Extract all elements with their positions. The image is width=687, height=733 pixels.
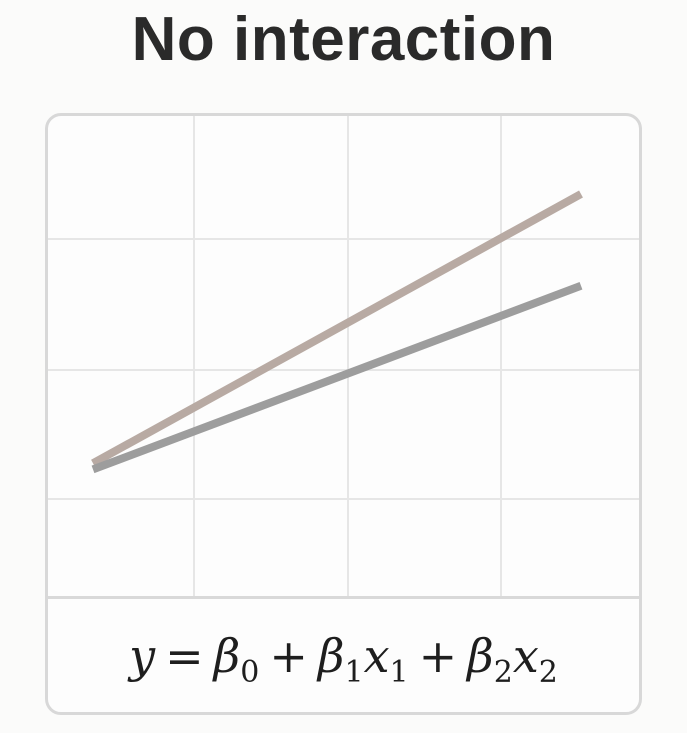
series-line-2 [91, 282, 583, 474]
formula-x1: x1 [363, 628, 409, 690]
regression-formula: y = β0 + β1 x1 + β2 x2 [48, 599, 639, 712]
formula-plus-1: + [269, 628, 308, 683]
formula-beta0: β0 [213, 628, 260, 690]
series-lines [91, 190, 583, 474]
formula-beta2: β2 [467, 628, 513, 690]
formula-x2: x2 [512, 628, 558, 690]
diagram-card: y = β0 + β1 x1 + β2 x2 [45, 113, 642, 715]
grid [48, 116, 639, 596]
formula-y: y [129, 628, 156, 683]
line-plot [48, 116, 639, 596]
diagram-title: No interaction [131, 5, 556, 74]
series-line-1 [91, 190, 583, 467]
formula-plus-2: + [418, 628, 458, 683]
divider [48, 596, 639, 599]
formula-equals: = [165, 628, 204, 683]
formula-beta1: β1 [317, 628, 364, 690]
